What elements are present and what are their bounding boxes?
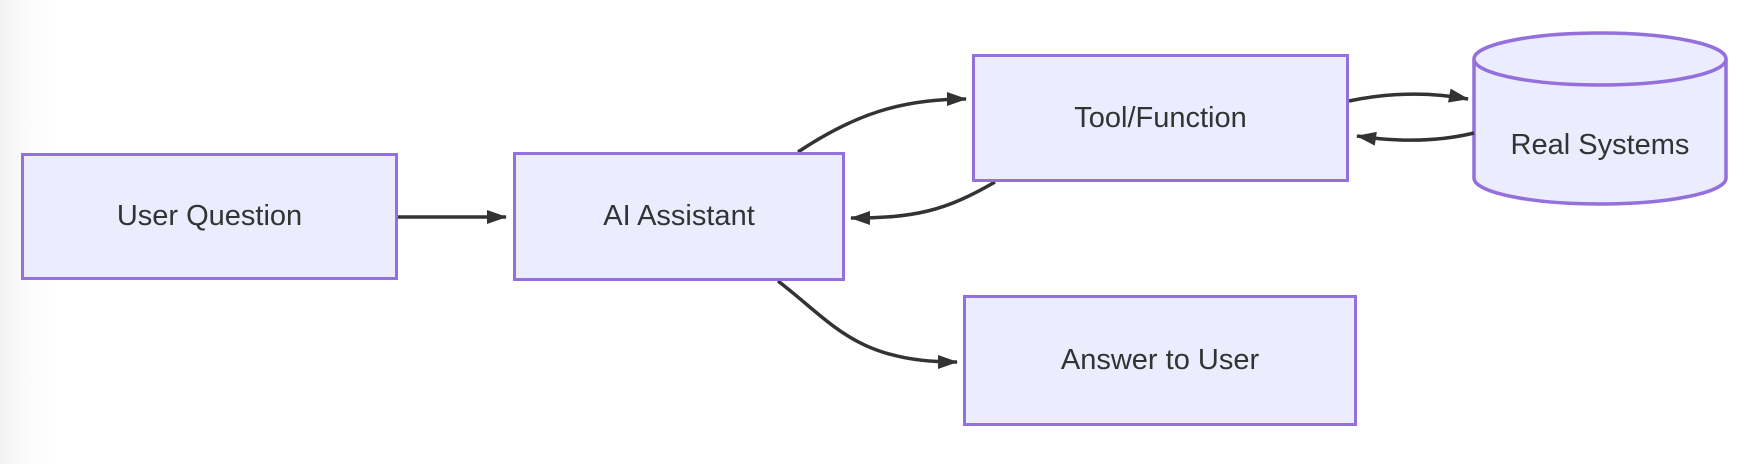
- edge-ai-assistant-to-answer-to-user: [776, 279, 958, 369]
- node-tool-function-label: Tool/Function: [1074, 101, 1247, 134]
- node-ai-assistant: AI Assistant: [513, 152, 845, 281]
- edge-real-systems-to-tool-function: [1356, 131, 1475, 146]
- edge-ai-assistant-to-tool-function: [797, 92, 967, 154]
- node-ai-assistant-label: AI Assistant: [603, 200, 755, 233]
- node-tool-function: Tool/Function: [972, 54, 1349, 182]
- node-answer-to-user-label: Answer to User: [1060, 344, 1260, 377]
- node-real-systems-label: Real Systems: [1510, 128, 1690, 161]
- node-real-systems: Real Systems: [1474, 103, 1726, 187]
- cylinder-top-ellipse: [1472, 31, 1728, 87]
- node-answer-to-user: Answer to User: [963, 295, 1357, 426]
- edge-tool-function-to-ai-assistant: [850, 180, 996, 225]
- cylinder-body: [1472, 59, 1728, 206]
- node-user-question-label: User Question: [116, 200, 303, 233]
- node-user-question: User Question: [21, 153, 398, 280]
- edge-tool-function-to-real-systems: [1348, 88, 1469, 103]
- cylinder-shape-real-systems: [1472, 31, 1728, 206]
